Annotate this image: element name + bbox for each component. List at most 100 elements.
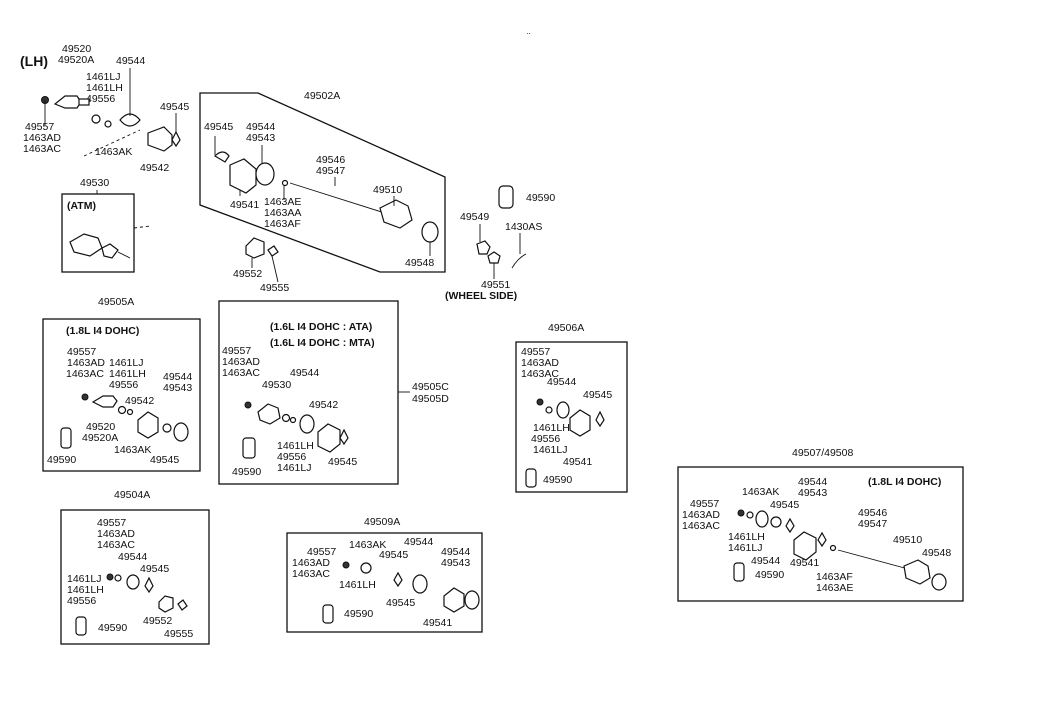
band-part [755, 510, 769, 528]
band-part [119, 113, 141, 127]
label: 49551 [481, 279, 510, 291]
label: 1463AK [114, 444, 151, 456]
label: 49544 [751, 555, 780, 567]
box-49502A [199, 92, 446, 273]
label: 1463AK [742, 486, 779, 498]
label: 49545 [204, 121, 233, 133]
bushing-part [931, 573, 947, 591]
label: 49543 [163, 382, 192, 394]
band-part [162, 423, 172, 433]
label: 49557 [521, 346, 550, 358]
nut-part [476, 240, 491, 255]
label: 49544 [547, 376, 576, 388]
band-part [556, 401, 570, 419]
label: 49505D [412, 393, 449, 405]
outer-joint-part [91, 395, 118, 408]
clip-part [281, 413, 291, 423]
label: 1461LH [67, 584, 104, 596]
ring-part [289, 416, 297, 424]
clip-part [360, 562, 372, 574]
label: 49590 [543, 474, 572, 486]
label: 49590 [232, 466, 261, 478]
label: 49545 [150, 454, 179, 466]
label: 1461LH [277, 440, 314, 452]
label: 49541 [230, 199, 259, 211]
label: 49507/49508 [792, 447, 853, 459]
label: 49544 [798, 476, 827, 488]
label: 49541 [423, 617, 452, 629]
nut-part [106, 573, 114, 581]
label: 49557 [307, 546, 336, 558]
box-49505C [218, 300, 399, 485]
label: 1461LJ [533, 444, 567, 456]
label: 49556 [531, 433, 560, 445]
label: 49547 [316, 165, 345, 177]
label: 1461LH [339, 579, 376, 591]
nut-part [81, 393, 89, 401]
label: 49541 [563, 456, 592, 468]
boot-part [229, 158, 257, 194]
band-part [173, 422, 189, 442]
label: 49556 [109, 379, 138, 391]
label: 49544 [118, 551, 147, 563]
label: 49520 [86, 421, 115, 433]
band-small-part [177, 599, 188, 611]
label: 49544 [163, 371, 192, 383]
label: 1461LJ [86, 71, 120, 83]
box-49507 [677, 466, 964, 602]
label: 1461LJ [277, 462, 311, 474]
label: 1430AS [505, 221, 542, 233]
label: (WHEEL SIDE) [445, 290, 517, 302]
label: 49545 [379, 549, 408, 561]
label: 49557 [97, 517, 126, 529]
label: 1463AE [264, 196, 301, 208]
grease-tube-part [75, 616, 87, 636]
label: 49545 [583, 389, 612, 401]
box-atm [61, 193, 135, 273]
inner-joint-part [903, 559, 931, 585]
bushing-part [421, 221, 439, 243]
label: 49510 [893, 534, 922, 546]
label: 49520 [62, 43, 91, 55]
nut-part [737, 509, 745, 517]
label: 49543 [246, 132, 275, 144]
box-49509A [286, 532, 483, 633]
label: 49544 [290, 367, 319, 379]
band-small-part [171, 130, 181, 148]
outer-joint-part [257, 403, 281, 425]
ring-part [104, 120, 112, 128]
label: 1463AD [682, 509, 720, 521]
clip-part [746, 511, 754, 519]
band-small-part [393, 571, 403, 588]
label: 1461LH [533, 422, 570, 434]
label: 49544 [116, 55, 145, 67]
label: 49544 [441, 546, 470, 558]
boot-part [569, 409, 591, 437]
label: 49542 [309, 399, 338, 411]
box-49506A [515, 341, 628, 493]
nut-part [536, 398, 544, 406]
label: 49543 [441, 557, 470, 569]
clip-part [829, 544, 837, 552]
clip-part [545, 406, 553, 414]
grease-tube-part [498, 185, 514, 209]
label: 1463AC [292, 568, 330, 580]
washer-part [487, 251, 501, 264]
grease-tube-part [322, 604, 334, 624]
side-label: (LH) [20, 53, 48, 69]
boot-part [443, 587, 465, 613]
box-tag: (1.8L I4 DOHC) [66, 325, 139, 337]
joint-part [101, 243, 119, 259]
clip-part [117, 405, 127, 415]
label: 1463AD [292, 557, 330, 569]
ring-part [126, 408, 134, 416]
clip-part [91, 114, 101, 124]
label: 1463AC [222, 367, 260, 379]
band-part [214, 151, 230, 163]
clip-part [770, 516, 782, 528]
band-small-part [144, 576, 154, 594]
label: 49530 [262, 379, 291, 391]
label: 49545 [140, 563, 169, 575]
label: 49557 [25, 121, 54, 133]
label: 49556 [277, 451, 306, 463]
